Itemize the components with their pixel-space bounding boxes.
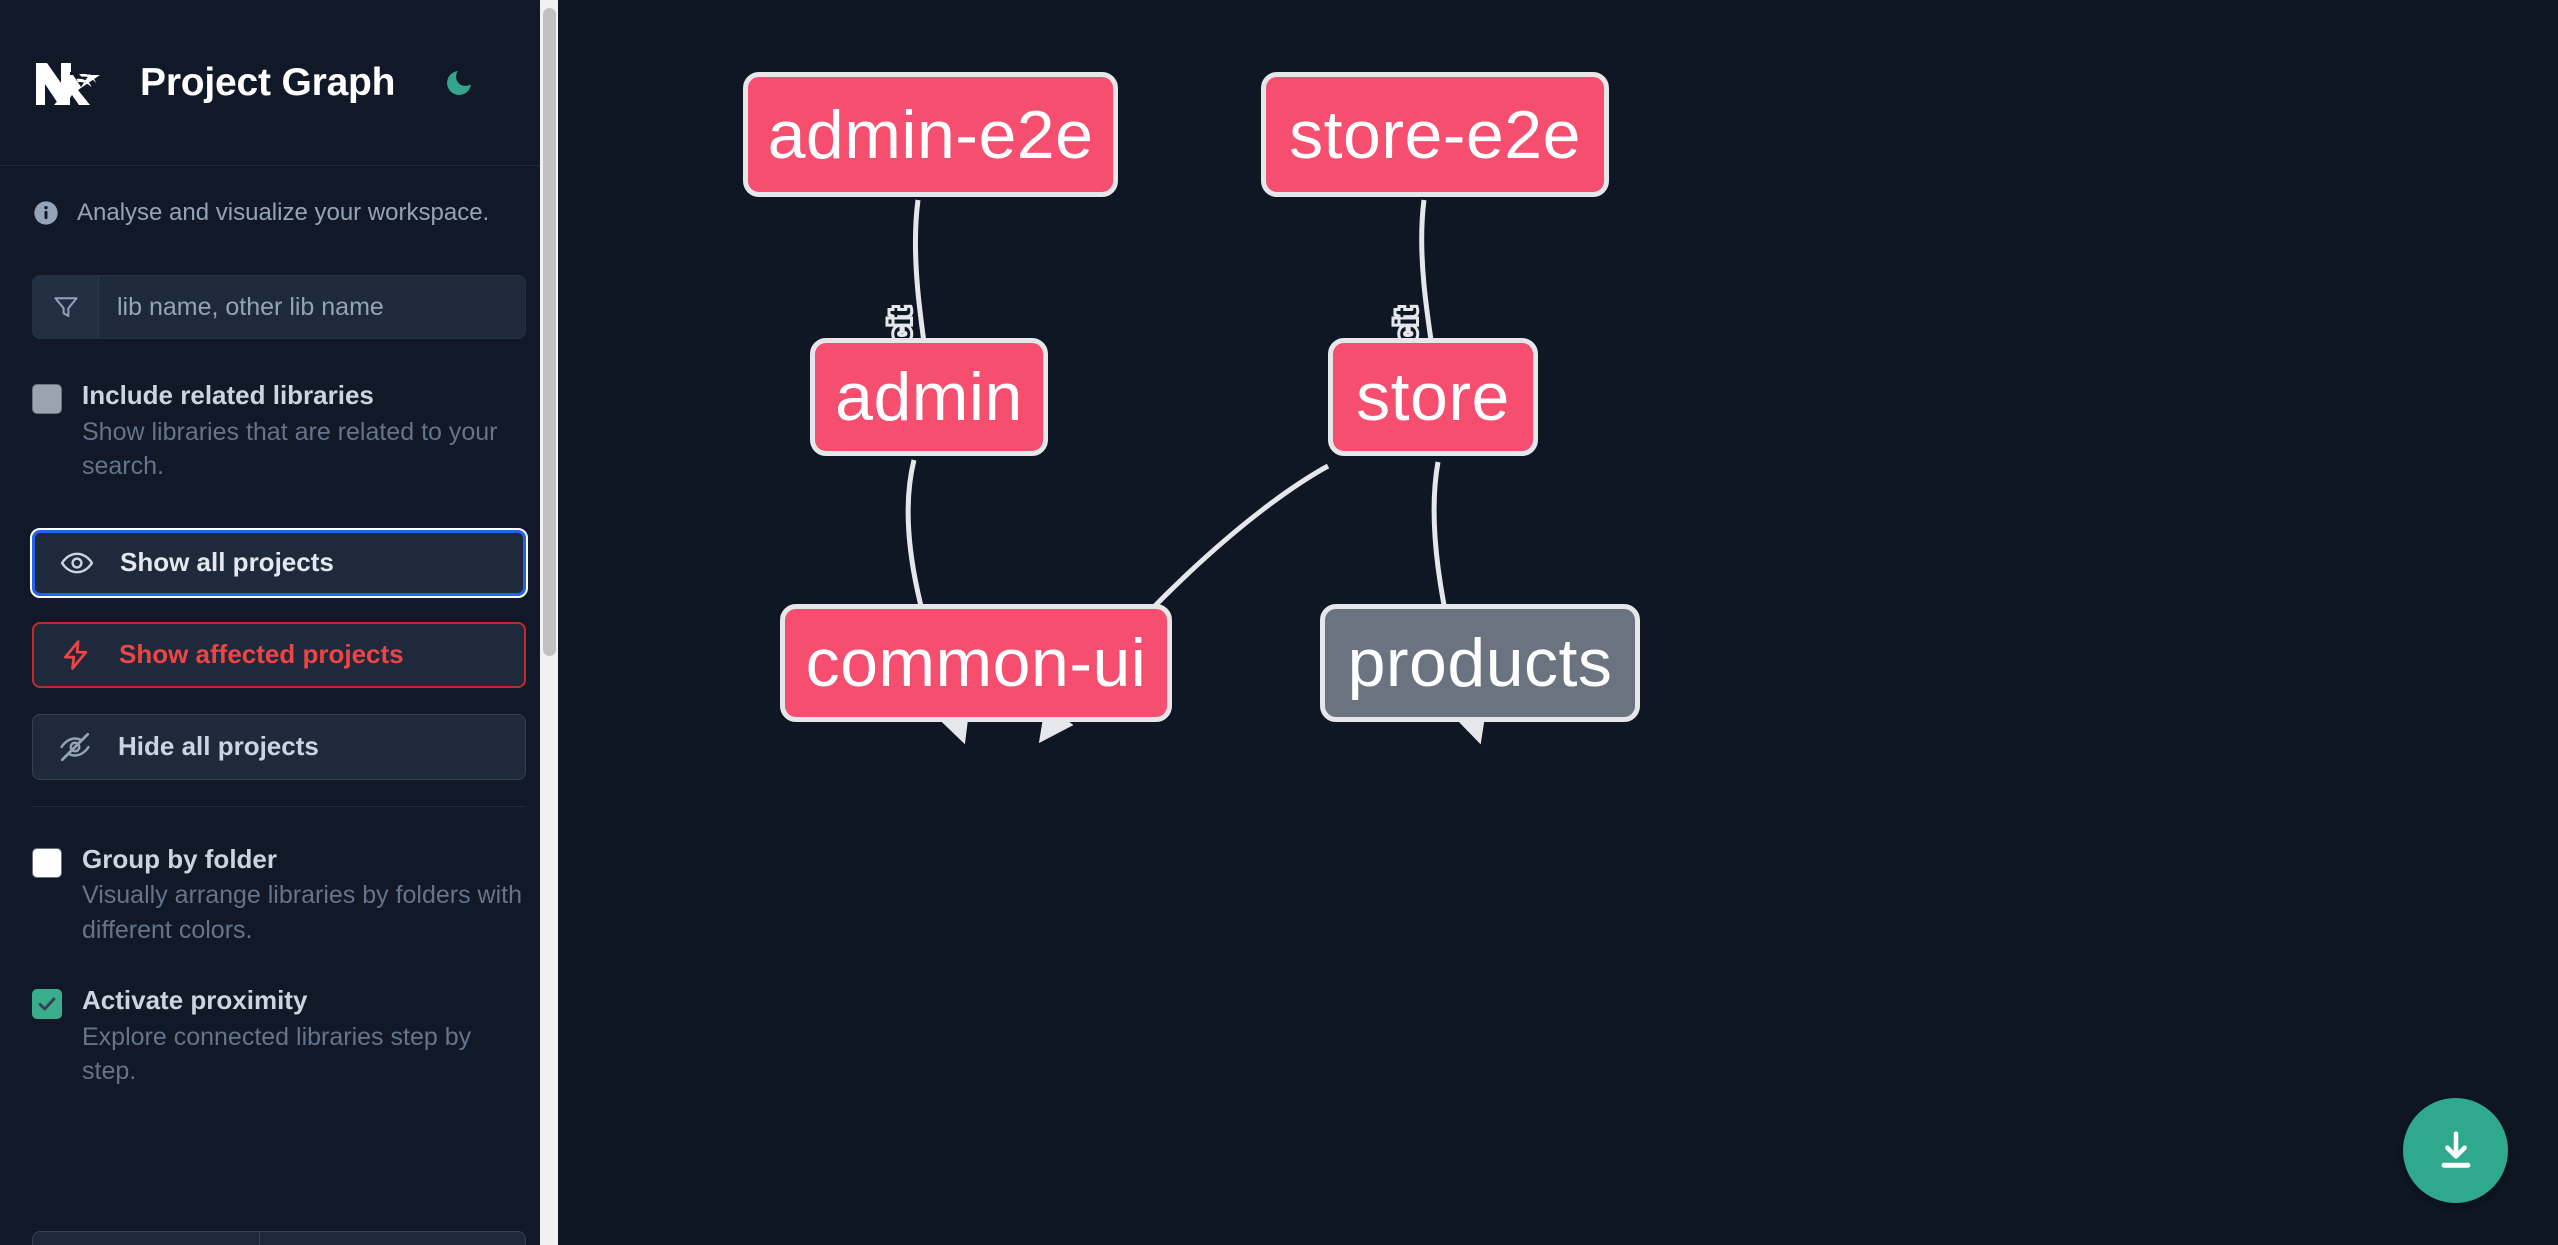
search-input[interactable] — [99, 276, 525, 338]
node-label: admin — [835, 359, 1023, 435]
option-group-by-folder[interactable]: Group by folder Visually arrange librari… — [0, 843, 558, 948]
option-include-related-libraries[interactable]: Include related libraries Show libraries… — [0, 379, 558, 484]
download-icon — [2441, 1130, 2470, 1168]
eye-icon — [60, 552, 94, 573]
option-label: Include related libraries — [82, 380, 374, 410]
info-icon — [34, 201, 58, 225]
graph-canvas[interactable]: implicit implicit admin-e2e store-e2e ad… — [558, 0, 2558, 1245]
node-label: common-ui — [805, 625, 1147, 701]
tagline-row: Analyse and visualize your workspace. — [0, 166, 558, 227]
node-label: store-e2e — [1289, 96, 1581, 173]
checkbox-include-related-libraries[interactable] — [32, 384, 62, 414]
nx-logo-icon — [36, 62, 100, 105]
option-description: Explore connected libraries step by step… — [82, 1022, 472, 1086]
sidebar-header: Project Graph — [0, 0, 558, 166]
graph-node-store-e2e[interactable]: store-e2e — [1261, 72, 1609, 197]
lightning-bolt-icon — [64, 639, 88, 670]
show-affected-projects-button[interactable]: Show affected projects — [32, 621, 526, 688]
sidebar-divider — [32, 805, 526, 807]
graph-node-store[interactable]: store — [1328, 338, 1538, 456]
checkbox-group-by-folder[interactable] — [32, 847, 62, 878]
scrollbar-thumb[interactable] — [543, 8, 556, 656]
show-all-projects-label: Show all projects — [120, 547, 334, 577]
check-icon — [38, 997, 56, 1011]
option-activate-proximity[interactable]: Activate proximity Explore connected lib… — [0, 984, 558, 1089]
download-graph-button[interactable] — [2403, 1098, 2508, 1203]
hide-all-projects-button[interactable]: Hide all projects — [32, 713, 526, 780]
show-affected-projects-label: Show affected projects — [119, 639, 404, 669]
option-label: Activate proximity — [82, 985, 308, 1015]
option-description: Visually arrange libraries by folders wi… — [82, 881, 523, 944]
option-description: Show libraries that are related to your … — [82, 417, 498, 481]
search-field[interactable] — [32, 275, 526, 339]
graph-node-admin-e2e[interactable]: admin-e2e — [743, 72, 1118, 197]
eye-slash-icon — [60, 732, 90, 761]
hide-all-projects-label: Hide all projects — [118, 731, 319, 761]
sidebar-bottom-panel[interactable] — [32, 1231, 526, 1245]
moon-icon[interactable] — [439, 63, 479, 103]
graph-node-common-ui[interactable]: common-ui — [780, 604, 1172, 722]
graph-node-products[interactable]: products — [1320, 604, 1640, 722]
node-label: products — [1347, 625, 1613, 701]
show-all-projects-button[interactable]: Show all projects — [30, 527, 528, 598]
panel-divider — [259, 1232, 260, 1245]
checkbox-activate-proximity[interactable] — [32, 989, 62, 1019]
page-title: Project Graph — [140, 60, 396, 104]
node-label: store — [1356, 359, 1510, 435]
filter-funnel-icon — [33, 276, 99, 338]
tagline-text: Analyse and visualize your workspace. — [77, 199, 490, 226]
sidebar-scrollbar[interactable] — [540, 0, 558, 1245]
option-label: Group by folder — [82, 843, 277, 874]
action-buttons: Show all projects Show affected projects… — [0, 527, 558, 780]
graph-node-admin[interactable]: admin — [810, 338, 1048, 456]
sidebar: Project Graph Analyse and visualize your… — [0, 0, 558, 1245]
node-label: admin-e2e — [767, 96, 1094, 173]
